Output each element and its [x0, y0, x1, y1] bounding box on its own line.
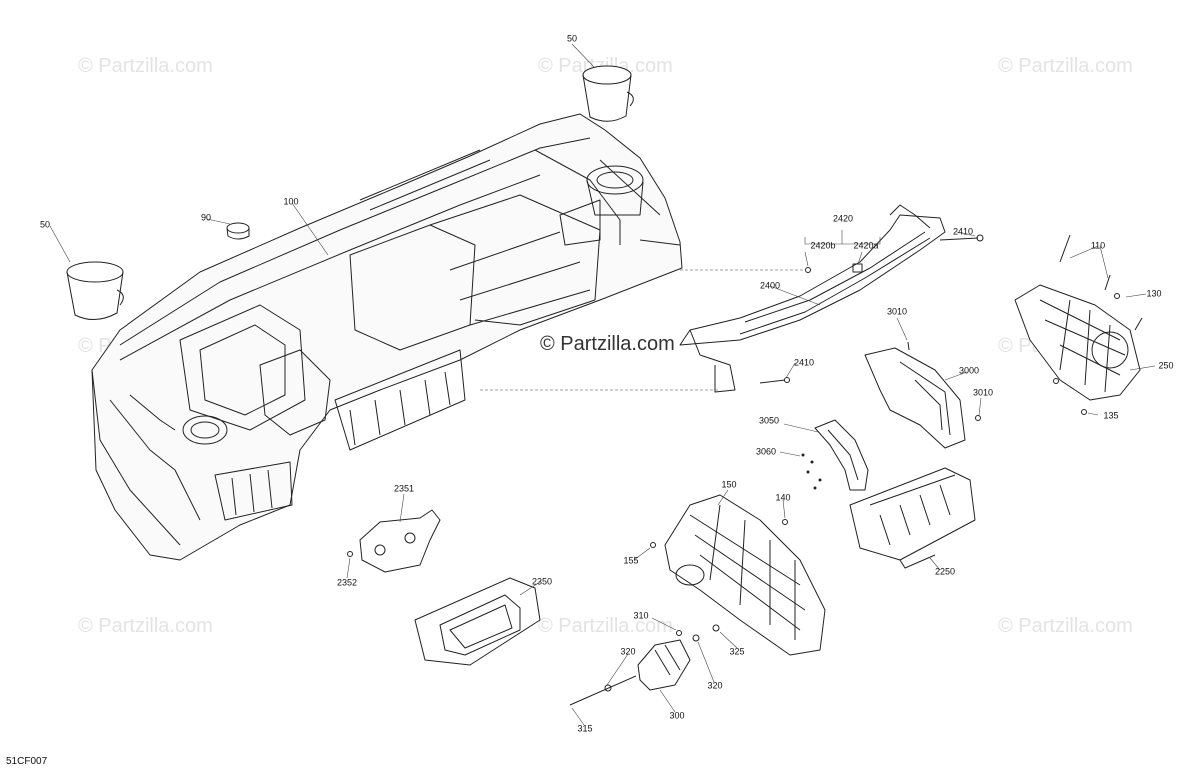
watermark-top-left: © Partzilla.com: [78, 55, 213, 77]
callout-2400: 2400: [759, 280, 781, 291]
bracket-250: [1014, 284, 1141, 401]
callout-135: 135: [1103, 410, 1119, 421]
callout-50-left: 50: [39, 219, 51, 230]
clip-2420b: [805, 267, 811, 273]
dashboard-body: [91, 113, 683, 561]
callout-310: 310: [633, 610, 649, 621]
cap-90: [226, 222, 250, 240]
part-3000: [864, 347, 966, 449]
vent-panel-2250: [849, 467, 976, 569]
callout-3050: 3050: [758, 415, 780, 426]
callout-2350: 2350: [531, 576, 553, 587]
callout-2250: 2250: [934, 566, 956, 577]
callout-3000: 3000: [958, 365, 980, 376]
screw-110-b: [1104, 274, 1111, 291]
callout-250: 250: [1158, 360, 1174, 371]
callout-2410-lower: 2410: [793, 357, 815, 368]
diagram-code: 51CF007: [6, 756, 48, 767]
callout-320-left: 320: [620, 646, 636, 657]
callout-2420a: 2420a: [853, 240, 879, 251]
callout-325: 325: [729, 646, 745, 657]
clips-3060: [801, 453, 822, 490]
callout-2410-upper: 2410: [952, 226, 974, 237]
callout-90: 90: [200, 212, 212, 223]
callout-2351: 2351: [393, 483, 415, 494]
cup-holder-right: [582, 65, 634, 122]
callout-3060: 3060: [755, 446, 777, 457]
callout-100: 100: [283, 196, 299, 207]
callout-50-right: 50: [566, 33, 578, 44]
watermark-center: © Partzilla.com: [540, 333, 675, 355]
callout-3010-lower: 3010: [972, 387, 994, 398]
callout-130: 130: [1146, 288, 1162, 299]
support-bar: [679, 204, 946, 393]
callout-2420b: 2420b: [810, 240, 836, 251]
watermark-bottom-center: © Partzilla.com: [538, 615, 673, 637]
callout-3010-upper: 3010: [886, 306, 908, 317]
bracket-2351: [359, 509, 441, 573]
callout-155: 155: [623, 555, 639, 566]
screw-110-a: [1059, 234, 1071, 263]
callout-315: 315: [577, 723, 593, 734]
screw-130: [1134, 317, 1143, 331]
callout-110: 110: [1090, 240, 1106, 251]
bolt-2410-upper: [939, 237, 979, 241]
watermark-bottom-right: © Partzilla.com: [998, 615, 1133, 637]
bolt-315: [569, 675, 637, 706]
callout-320-right: 320: [707, 680, 723, 691]
watermark-bottom-left: © Partzilla.com: [78, 615, 213, 637]
cup-holder-left: [66, 261, 124, 320]
gauge-bezel-2350: [414, 577, 541, 666]
part-3050: [814, 419, 869, 491]
callout-2420: 2420: [832, 213, 854, 224]
watermark-top-right: © Partzilla.com: [998, 55, 1133, 77]
column-cover-150: [664, 494, 826, 656]
callout-2352: 2352: [336, 577, 358, 588]
callout-140: 140: [775, 492, 791, 503]
bracket-300: [637, 639, 691, 691]
nut-2420a: [852, 263, 863, 273]
callout-300: 300: [669, 710, 685, 721]
callout-150: 150: [721, 479, 737, 490]
bolt-2410-lower: [759, 379, 786, 384]
